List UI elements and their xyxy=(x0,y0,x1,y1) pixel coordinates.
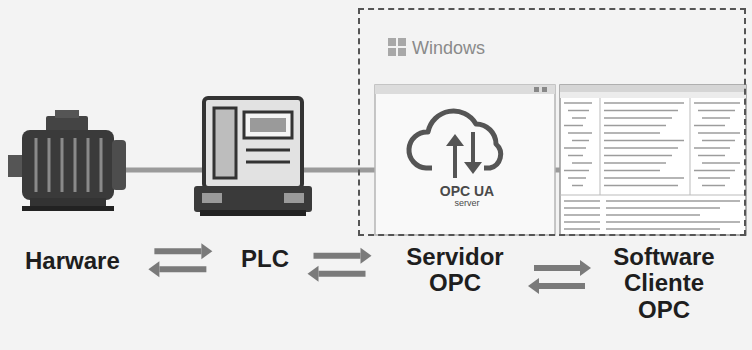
label-text: Servidor OPC xyxy=(390,244,520,297)
windows-region: WindowsOPC UAserver xyxy=(358,8,746,236)
label-text: Harware xyxy=(25,248,120,274)
label-text: Software Cliente OPC xyxy=(599,244,729,323)
component-label: Servidor OPC xyxy=(390,244,520,297)
server-box: OPC UAserver xyxy=(377,87,557,237)
component-label: Software Cliente OPC xyxy=(599,244,729,323)
motor-icon xyxy=(8,110,126,211)
bidirectional-arrow xyxy=(528,260,591,294)
window-text: OPC UA xyxy=(440,184,494,199)
window-text: server xyxy=(454,199,479,209)
bidirectional-arrow xyxy=(308,248,372,282)
component-label: Harware xyxy=(25,248,120,274)
plc-icon xyxy=(194,98,312,216)
component-label: PLC xyxy=(241,246,289,272)
bidirectional-arrow xyxy=(148,243,212,277)
windows-logo xyxy=(388,38,406,56)
label-text: PLC xyxy=(241,246,289,272)
server-window xyxy=(375,85,555,235)
client-window xyxy=(560,85,746,235)
region-title: Windows xyxy=(412,38,485,59)
